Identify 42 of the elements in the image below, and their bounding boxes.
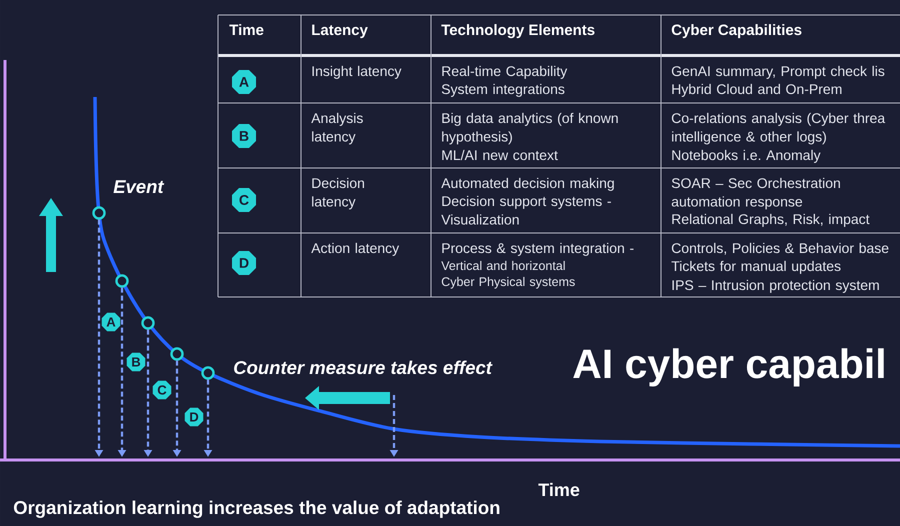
title: AI cyber capabil: [573, 348, 884, 386]
table-text: Relational Graphs, Risk, impact: [672, 214, 870, 227]
table-text: Insight latency: [312, 66, 402, 79]
table-text: Analysis latency: [311, 112, 363, 144]
annotation-text: Counter measure takes effect: [234, 360, 493, 374]
table-text: Cyber Physical systems: [442, 276, 575, 289]
ring-marker: [141, 316, 155, 330]
ring-marker: [170, 347, 184, 361]
annotation-text: Event: [114, 180, 164, 194]
table-text: SOAR – Sec Orchestration automation response: [672, 178, 840, 210]
table-text: Decision latency: [312, 178, 364, 210]
table-text: Co-relations analysis (Cyber threa intelligence & other logs): [672, 112, 886, 144]
table-text: GenAI summary, Prompt check lis: [672, 66, 884, 79]
letter-badge: D: [184, 408, 204, 426]
table-text: System integrations: [442, 84, 564, 97]
table-text: Notebooks i.e. Anomaly: [672, 150, 821, 163]
table-text: Action latency: [311, 242, 400, 256]
ring-marker: [115, 274, 129, 288]
table-text: Tickets for manual updates: [672, 260, 841, 274]
axis-label: Time: [538, 482, 580, 496]
table-text: Automated decision making: [441, 178, 614, 191]
table-text: IPS – Intrusion protection system: [672, 280, 879, 293]
table-text: Real-time Capability: [442, 66, 568, 79]
letter-badge: D: [232, 250, 256, 275]
table-text: Big data analytics (of known hypothesis): [442, 112, 618, 144]
letter-badge: A: [232, 70, 256, 94]
letter-badge: C: [152, 380, 172, 400]
column-header: Latency: [312, 24, 368, 38]
caption: Organization learning increases the value of adaptation: [14, 500, 500, 518]
table-text: Hybrid Cloud and On-Prem: [672, 84, 842, 97]
column-header: Technology Elements: [441, 24, 594, 38]
letter-badge: B: [126, 352, 146, 372]
table-text: Process & system integration -: [442, 242, 634, 256]
letter-badge: A: [102, 312, 120, 332]
letter-badge: B: [232, 124, 256, 148]
table-text: Controls, Policies & Behavior base: [672, 242, 888, 255]
column-header: Cyber Capabilities: [672, 24, 802, 38]
table-text: ML/AI new context: [442, 150, 558, 160]
column-header: Time: [229, 24, 264, 36]
table-text: Vertical and horizontal: [441, 260, 565, 270]
table-text: Decision support systems - Visualization: [441, 196, 611, 225]
letter-badge: C: [232, 188, 256, 212]
